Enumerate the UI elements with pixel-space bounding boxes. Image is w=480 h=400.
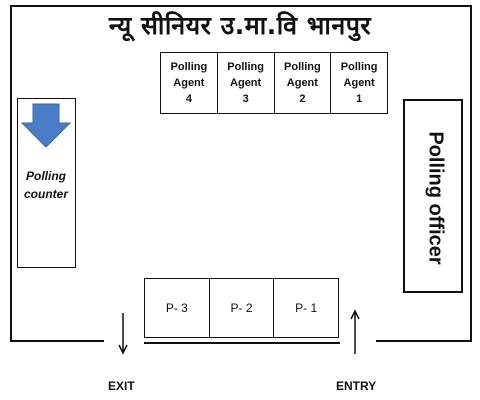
agent-number: 4 [185,93,192,105]
booth-p3: P- 3 [144,278,210,338]
agent-label: Polling [227,61,264,73]
polling-agents-row: Polling Agent 4 Polling Agent 3 Polling … [160,52,388,114]
agent-sub: Agent [286,77,318,89]
agent-number: 2 [299,93,306,105]
booth-base-line [144,342,340,344]
agent-label: Polling [284,61,321,73]
agent-sub: Agent [173,77,205,89]
agent-number: 3 [242,93,249,105]
polling-officer-label: Polling officer [424,131,447,265]
down-arrow-icon [20,103,72,148]
entry-label: ENTRY [336,379,377,393]
polling-agent-2-box: Polling Agent 2 [274,52,332,114]
exit-label: EXIT [108,379,135,393]
booth-p2: P- 2 [209,278,275,338]
agent-sub: Agent [230,77,262,89]
agent-label: Polling [170,61,208,73]
polling-counter-box: Polling counter [17,98,76,268]
voting-booths-row: P- 3 P- 2 P- 1 [144,278,340,338]
agent-label: Polling [340,61,378,73]
booth-p1: P- 1 [274,278,340,338]
polling-officer-box: Polling officer [403,99,463,293]
school-title: न्यू सीनियर उ.मा.वि भानपुर [108,11,372,40]
polling-agent-1-box: Polling Agent 1 [331,52,388,114]
counter-line-2: counter [23,187,68,201]
agent-number: 1 [356,93,363,105]
polling-counter-label: Polling counter [18,167,74,203]
counter-line-1: Polling [26,169,66,183]
polling-agent-4-box: Polling Agent 4 [160,52,218,114]
entry-arrow-icon [350,309,360,354]
agent-sub: Agent [343,77,375,89]
exit-arrow-icon [118,313,128,355]
polling-agent-3-box: Polling Agent 3 [217,52,275,114]
